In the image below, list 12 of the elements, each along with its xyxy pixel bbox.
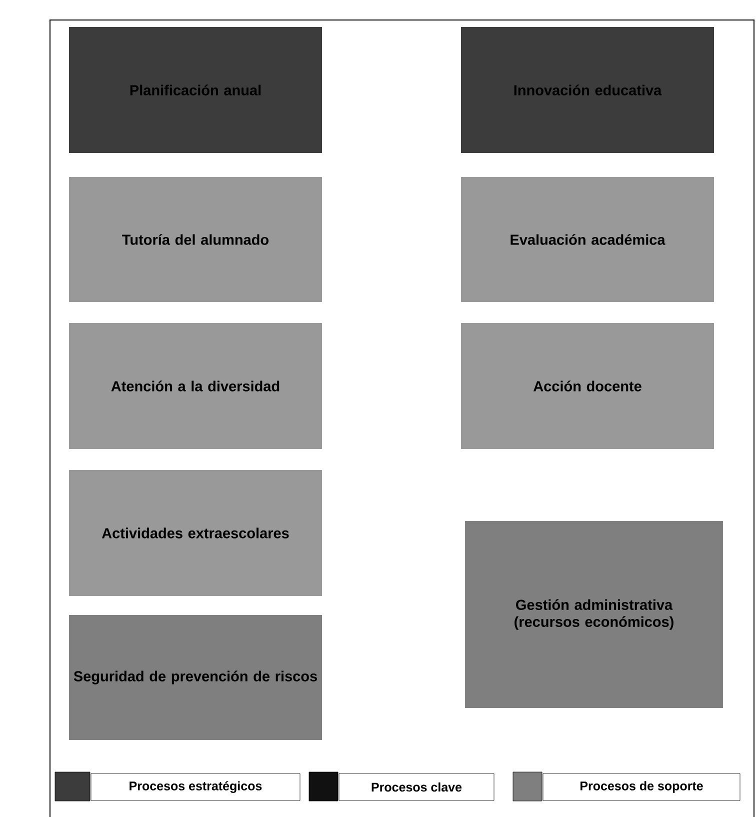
process-box: Atención a la diversidad (69, 323, 322, 449)
process-box: Actividades extraescolares (69, 470, 322, 596)
process-box: Acción docente (461, 323, 714, 449)
process-box: Innovación educativa (461, 27, 714, 153)
legend-label: Procesos estratégicos (90, 773, 300, 801)
process-box: Gestión administrativa (recursos económicos) (465, 521, 723, 708)
legend-label: Procesos de soporte (542, 773, 740, 801)
legend-label: Procesos clave (338, 773, 494, 801)
process-box: Seguridad de prevención de riscos (69, 615, 322, 740)
process-box: Planificación anual (69, 27, 322, 153)
process-box: Tutoría del alumnado (69, 177, 322, 302)
process-box: Evaluación académica (461, 177, 714, 302)
